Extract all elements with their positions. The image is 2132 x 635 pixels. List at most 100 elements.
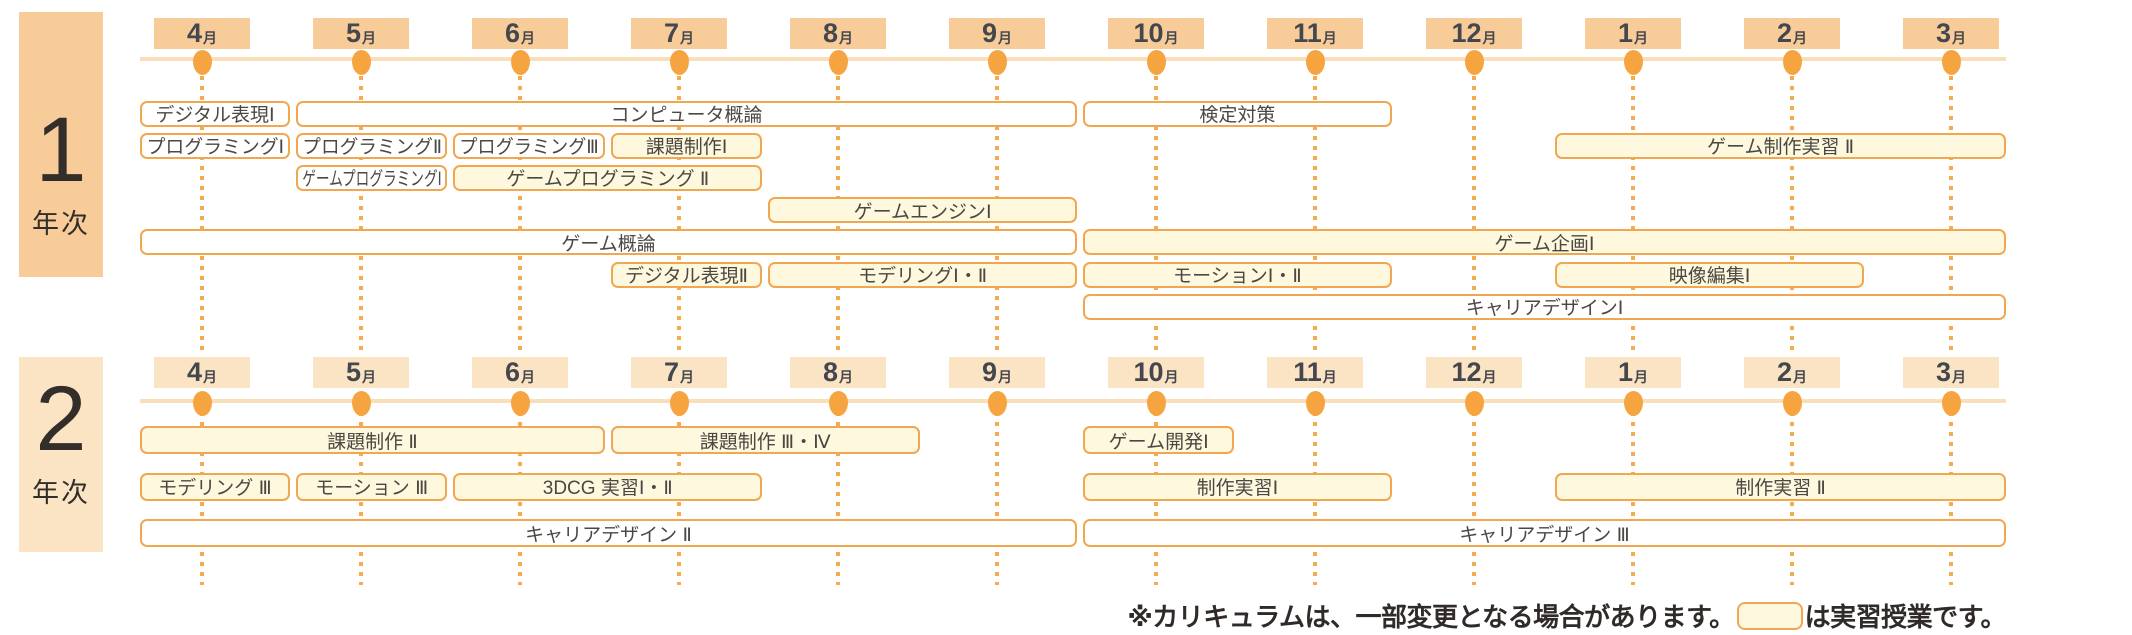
month-gridline (677, 76, 681, 353)
timeline-dot (1941, 390, 1961, 416)
month-suffix: 月 (1634, 368, 1649, 385)
course-box-lecture: プログラミングⅡ (296, 132, 448, 159)
month-suffix: 月 (203, 368, 218, 385)
year-2-badge: 2 年次 (19, 357, 103, 552)
course-label: キャリアデザインⅠ (1465, 298, 1624, 320)
month-suffix: 月 (203, 29, 218, 46)
month-number: 8 (822, 18, 839, 48)
timeline-dot (987, 390, 1007, 416)
course-box-practical: ゲームエンジンⅠ (768, 197, 1077, 224)
timeline-dot (1146, 49, 1166, 75)
timeline-dot (351, 390, 371, 416)
month-suffix: 月 (998, 368, 1013, 385)
grade-number: 2 (35, 368, 87, 470)
course-box-practical: 課題制作 Ⅱ (140, 426, 605, 454)
course-label: 検定対策 (1199, 105, 1276, 126)
course-box-practical: ゲーム企画Ⅰ (1083, 229, 2006, 256)
grade-number: 1 (35, 99, 87, 201)
month-suffix: 月 (1164, 29, 1179, 46)
timeline-dot (669, 390, 689, 416)
month-number: 3 (1935, 357, 1952, 387)
month-suffix: 月 (521, 368, 536, 385)
month-suffix: 月 (362, 368, 377, 385)
course-box-practical: 制作実習 Ⅱ (1555, 472, 2006, 501)
timeline-dot (828, 49, 848, 75)
course-label: キャリアデザイン Ⅱ (525, 524, 692, 546)
timeline-dot (1305, 390, 1325, 416)
month-number: 5 (345, 18, 362, 48)
month-number: 2 (1776, 357, 1793, 387)
course-label: ゲームプログラミングⅠ (301, 169, 442, 191)
grade-label: 年次 (32, 209, 90, 239)
month-suffix: 月 (839, 368, 854, 385)
course-label: ゲームエンジンⅠ (853, 201, 992, 223)
timeline-dot (351, 49, 371, 75)
timeline-dot (1941, 49, 1961, 75)
course-box-practical: ゲームプログラミング Ⅱ (453, 164, 763, 191)
timeline-dot (987, 49, 1007, 75)
year-1-badge: 1 年次 (19, 12, 103, 277)
course-label: 課題制作Ⅰ (645, 137, 728, 159)
timeline-dot (1782, 49, 1802, 75)
course-box-lecture: デジタル表現Ⅰ (140, 100, 290, 127)
course-box-practical: 映像編集Ⅰ (1555, 261, 1864, 288)
month-gridline (200, 76, 204, 353)
course-box-lecture: キャリアデザイン Ⅲ (1083, 519, 2006, 547)
course-box-practical: モーションⅠ・Ⅱ (1083, 261, 1392, 288)
month-gridline (1631, 76, 1635, 353)
timeline-dot (1623, 390, 1643, 416)
grade-label: 年次 (32, 478, 90, 508)
course-label: プログラミングⅢ (459, 137, 599, 159)
course-box-lecture: プログラミングⅢ (453, 132, 605, 159)
month-gridline (518, 76, 522, 353)
month-suffix: 月 (680, 29, 695, 46)
month-suffix: 月 (1164, 368, 1179, 385)
course-label: 課題制作 Ⅱ (327, 431, 418, 453)
course-box-practical: 3DCG 実習Ⅰ・Ⅱ (453, 472, 763, 501)
course-label: ゲーム概論 (561, 233, 656, 255)
month-number: 10 (1133, 18, 1164, 48)
month-number: 10 (1133, 357, 1164, 387)
course-box-lecture: プログラミングⅠ (140, 132, 290, 159)
month-gridline (836, 412, 840, 585)
timeline-dot (1464, 390, 1484, 416)
course-box-practical: モデリングⅠ・Ⅱ (768, 261, 1077, 288)
month-suffix: 月 (1952, 368, 1967, 385)
month-number: 7 (663, 18, 680, 48)
course-box-lecture: コンピュータ概論 (296, 100, 1077, 127)
month-number: 4 (186, 357, 203, 387)
timeline-dot (1623, 49, 1643, 75)
course-label: ゲーム企画Ⅰ (1494, 233, 1595, 255)
course-label: 3DCG 実習Ⅰ・Ⅱ (542, 478, 673, 499)
course-label: プログラミングⅡ (301, 137, 442, 159)
timeline-dot (1146, 390, 1166, 416)
course-box-lecture: 検定対策 (1083, 100, 1392, 127)
month-suffix: 月 (1322, 29, 1337, 46)
course-box-practical: モデリング Ⅲ (140, 472, 290, 501)
course-label: モデリング Ⅲ (158, 478, 272, 499)
month-suffix: 月 (1322, 368, 1337, 385)
month-number: 8 (822, 357, 839, 387)
month-number: 12 (1451, 357, 1482, 387)
month-number: 1 (1617, 357, 1634, 387)
month-number: 9 (981, 357, 998, 387)
timeline-dot (1782, 390, 1802, 416)
